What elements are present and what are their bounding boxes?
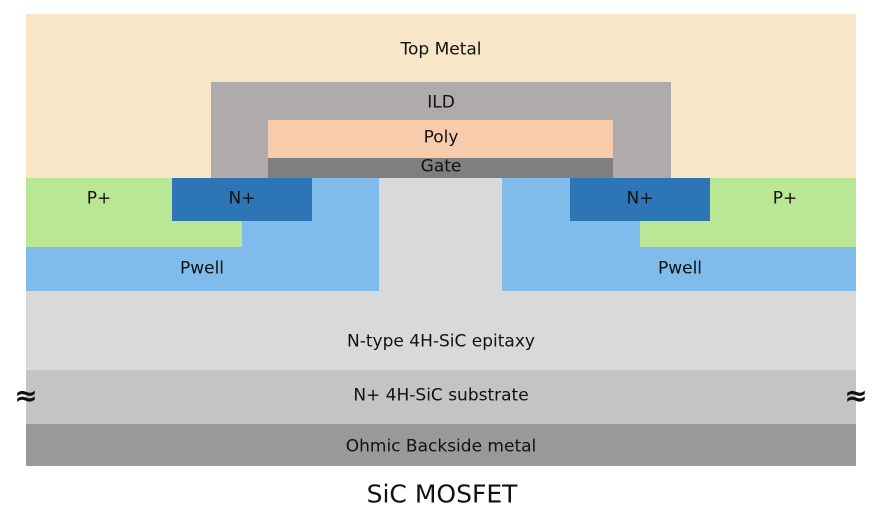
break-symbol-left: ≈ <box>14 379 38 412</box>
substrate-layer <box>26 370 856 424</box>
substrate-label: N+ 4H-SiC substrate <box>353 385 529 406</box>
diagram-title: SiC MOSFET <box>366 479 518 509</box>
backside-metal-label: Ohmic Backside metal <box>345 436 537 457</box>
top-metal-label: Top Metal <box>400 39 482 60</box>
p-plus-left-label: P+ <box>86 188 112 209</box>
poly-label: Poly <box>423 127 459 148</box>
poly-layer <box>268 120 613 158</box>
pwell-left-label: Pwell <box>179 258 225 279</box>
break-symbol-right: ≈ <box>844 379 868 412</box>
n-plus-right-label: N+ <box>626 188 654 209</box>
pwell-right-label: Pwell <box>657 258 703 279</box>
n-plus-left <box>172 178 312 221</box>
p-plus-right-label: P+ <box>772 188 798 209</box>
n-plus-right <box>570 178 710 221</box>
gate-oxide-layer <box>268 158 613 178</box>
backside-metal-layer <box>26 424 856 466</box>
ild-label: ILD <box>427 92 455 113</box>
n-plus-left-label: N+ <box>228 188 256 209</box>
epitaxy-label: N-type 4H-SiC epitaxy <box>347 331 535 352</box>
gate-label: Gate <box>420 156 462 177</box>
